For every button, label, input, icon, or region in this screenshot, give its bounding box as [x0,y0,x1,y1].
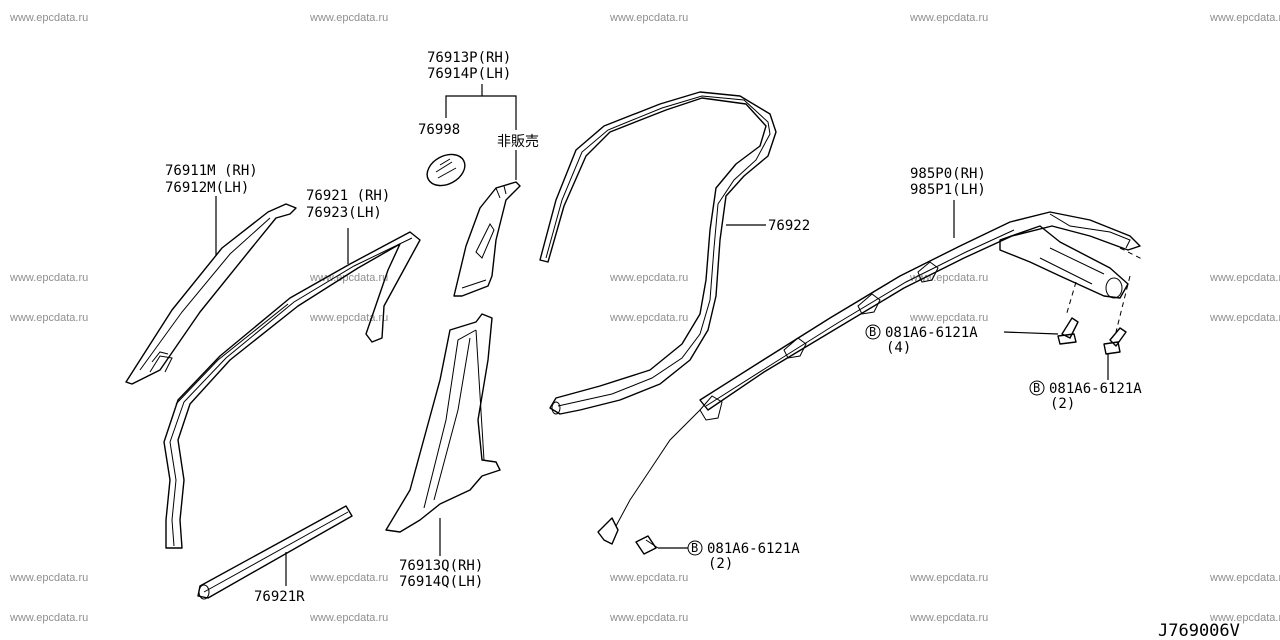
watermark-text: www.epcdata.ru [610,272,689,284]
label-not-for-sale: 非販売 [497,134,539,150]
watermark-text: www.epcdata.ru [1210,272,1280,284]
label-76912m: 76912M(LH) [165,180,249,196]
watermark-text: www.epcdata.ru [310,612,389,624]
watermark-text: www.epcdata.ru [910,12,989,24]
bolt-symbol: B [1033,381,1040,395]
label-76911m: 76911M (RH) [165,163,258,179]
label-76913q: 76913Q(RH) [399,558,483,574]
watermark-text: www.epcdata.ru [1210,572,1280,584]
watermark-text: www.epcdata.ru [610,612,689,624]
watermark-text: www.epcdata.ru [10,312,89,324]
rear-door-weatherstrip [539,91,777,415]
bolt-symbol: B [869,325,876,339]
label-76914p: 76914P(LH) [427,66,511,82]
watermark-text: www.epcdata.ru [310,572,389,584]
label-76923: 76923(LH) [306,205,382,221]
watermark-text: www.epcdata.ru [910,612,989,624]
watermark-text: www.epcdata.ru [310,312,389,324]
bolt-symbol-circle [865,324,881,340]
watermark-text: www.epcdata.ru [1210,312,1280,324]
label-bolt2-qty: (2) [1050,396,1075,412]
sill-weatherstrip [197,505,353,600]
watermark-text: www.epcdata.ru [610,572,689,584]
airbag-bolt-side [1103,327,1127,355]
bolt-symbol-circle [1029,380,1045,396]
label-76921r: 76921R [254,589,305,605]
label-76922: 76922 [768,218,810,234]
label-76998: 76998 [418,122,460,138]
watermark-text: www.epcdata.ru [10,572,89,584]
watermark-text: www.epcdata.ru [10,272,89,284]
label-bolt1-qty: (4) [886,340,911,356]
front-pillar-garnish [125,203,297,385]
watermark-text: www.epcdata.ru [1210,12,1280,24]
watermark-text: www.epcdata.ru [910,312,989,324]
airbag-bolt-lower [635,535,659,555]
label-76913p: 76913P(RH) [427,50,511,66]
label-bolt3-code: 081A6-6121A [707,541,800,557]
label-bolt3-qty: (2) [708,556,733,572]
center-pillar-lower-garnish [385,313,501,533]
label-985p0: 985P0(RH) [910,166,986,182]
airbag-bolt-upper [1057,317,1079,345]
bolt-symbol: B [691,541,698,555]
label-76921: 76921 (RH) [306,188,390,204]
label-985p1: 985P1(LH) [910,182,986,198]
front-door-weatherstrip [163,231,421,549]
bolt-symbol-circle [687,540,703,556]
center-pillar-upper-garnish [453,181,521,297]
watermark-text: www.epcdata.ru [610,312,689,324]
label-76914q: 76914Q(LH) [399,574,483,590]
seat-belt-emblem [426,153,466,187]
watermark-text: www.epcdata.ru [1210,612,1280,624]
watermark-text: www.epcdata.ru [910,572,989,584]
curtain-airbag-module [597,211,1145,545]
watermark-text: www.epcdata.ru [10,612,89,624]
watermark-text: www.epcdata.ru [610,12,689,24]
watermark-text: www.epcdata.ru [310,12,389,24]
label-bolt1-code: 081A6-6121A [885,325,978,341]
label-bolt2-code: 081A6-6121A [1049,381,1142,397]
diagram-code: J769006V [1158,621,1240,640]
watermark-text: www.epcdata.ru [10,12,89,24]
